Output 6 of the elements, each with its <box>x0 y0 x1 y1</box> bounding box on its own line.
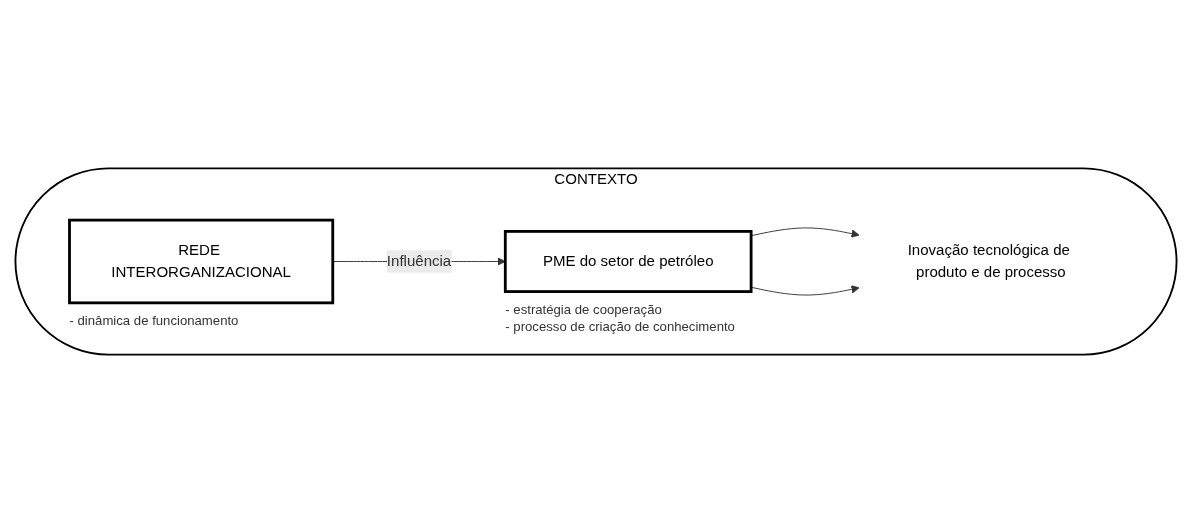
node-text: Inovação tecnológica de produto e de processo <box>907 241 1070 280</box>
node-box: PME do setor de petróleo <box>503 229 753 293</box>
node-box: REDE INTERORGANIZACIONAL <box>68 218 335 304</box>
note-text: - dinâmica de funcionamento <box>69 312 239 328</box>
edge-label: Influência <box>386 252 452 269</box>
note-text: - estratégia de cooperação - processo de criação de conhecimento <box>505 301 735 334</box>
